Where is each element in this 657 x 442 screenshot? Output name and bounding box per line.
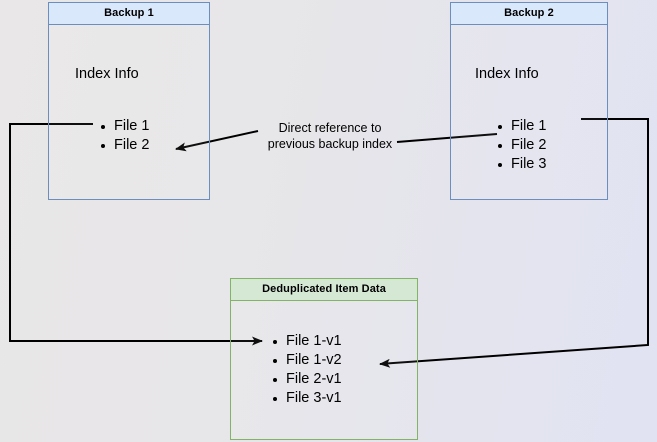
dedup-file-list: File 1-v1 File 1-v2 File 2-v1 File 3-v1 [271,332,342,408]
backup-1-file-list: File 1 File 2 [99,117,149,155]
list-item: File 1 [496,117,546,136]
list-item: File 1 [99,117,149,136]
node-dedup-body: File 1-v1 File 1-v2 File 2-v1 File 3-v1 [231,301,417,439]
node-backup-2[interactable]: Backup 2 Index Info File 1 File 2 File 3 [450,2,608,200]
list-item: File 3-v1 [271,389,342,408]
node-dedup-header: Deduplicated Item Data [231,279,417,301]
node-backup-2-body: Index Info File 1 File 2 File 3 [451,25,607,199]
list-item: File 1-v2 [271,351,342,370]
backup-2-index-info-label: Index Info [475,66,539,82]
backup-2-file-list: File 1 File 2 File 3 [496,117,546,174]
node-deduplicated-item-data[interactable]: Deduplicated Item Data File 1-v1 File 1-… [230,278,418,440]
node-backup-1[interactable]: Backup 1 Index Info File 1 File 2 [48,2,210,200]
node-backup-1-header: Backup 1 [49,3,209,25]
list-item: File 2-v1 [271,370,342,389]
direct-reference-label-line-2: previous backup index [267,137,393,151]
list-item: File 2 [99,136,149,155]
list-item: File 2 [496,136,546,155]
node-backup-2-header: Backup 2 [451,3,607,25]
list-item: File 3 [496,155,546,174]
node-backup-1-body: Index Info File 1 File 2 [49,25,209,199]
list-item: File 1-v1 [271,332,342,351]
direct-reference-label-line-1: Direct reference to [278,121,382,135]
backup-1-index-info-label: Index Info [75,66,139,82]
direct-reference-label: Direct reference to previous backup inde… [246,120,414,152]
